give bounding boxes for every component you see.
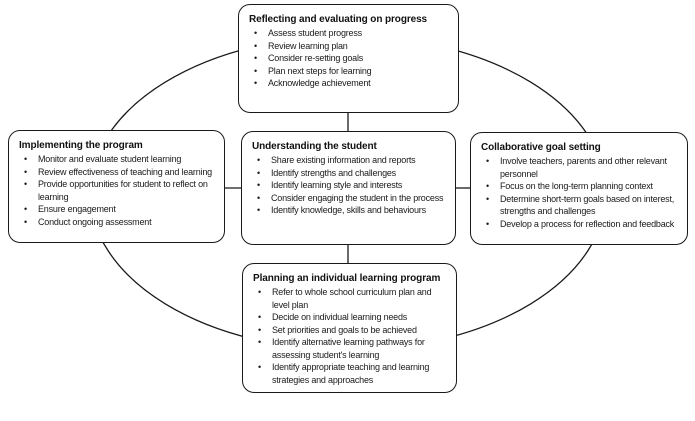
bullet-item: Identify learning style and interests bbox=[252, 179, 449, 192]
bullet-item: Consider re-setting goals bbox=[249, 52, 452, 65]
box-title: Collaborative goal setting bbox=[481, 142, 601, 153]
box-title: Implementing the program bbox=[19, 140, 143, 151]
bullet-item: Identify knowledge, skills and behaviour… bbox=[252, 204, 449, 217]
bullet-item: Involve teachers, parents and other rele… bbox=[481, 155, 681, 180]
box-title: Planning an individual learning program bbox=[253, 273, 441, 284]
bullet-item: Identify strengths and challenges bbox=[252, 167, 449, 180]
bullet-list: Involve teachers, parents and other rele… bbox=[481, 155, 681, 230]
bullet-item: Provide opportunities for student to ref… bbox=[19, 178, 218, 203]
box-understanding-student: Understanding the student Share existing… bbox=[241, 131, 456, 245]
bullet-item: Focus on the long-term planning context bbox=[481, 180, 681, 193]
box-title: Understanding the student bbox=[252, 141, 377, 152]
bullet-item: Decide on individual learning needs bbox=[253, 311, 450, 324]
box-collaborative-goal-setting: Collaborative goal setting Involve teach… bbox=[470, 132, 688, 245]
box-implementing-program: Implementing the program Monitor and eva… bbox=[8, 130, 225, 243]
bullet-item: Acknowledge achievement bbox=[249, 77, 452, 90]
bullet-list: Share existing information and reportsId… bbox=[252, 154, 449, 217]
box-reflecting-evaluating: Reflecting and evaluating on progress As… bbox=[238, 4, 459, 113]
bullet-list: Refer to whole school curriculum plan an… bbox=[253, 286, 450, 386]
box-title: Reflecting and evaluating on progress bbox=[249, 14, 427, 25]
bullet-item: Conduct ongoing assessment bbox=[19, 216, 218, 229]
bullet-item: Review effectiveness of teaching and lea… bbox=[19, 166, 218, 179]
bullet-item: Assess student progress bbox=[249, 27, 452, 40]
box-planning-individual-program: Planning an individual learning program … bbox=[242, 263, 457, 393]
bullet-item: Develop a process for reflection and fee… bbox=[481, 218, 681, 231]
bullet-item: Consider engaging the student in the pro… bbox=[252, 192, 449, 205]
bullet-item: Determine short-term goals based on inte… bbox=[481, 193, 681, 218]
bullet-item: Share existing information and reports bbox=[252, 154, 449, 167]
bullet-item: Ensure engagement bbox=[19, 203, 218, 216]
bullet-list: Monitor and evaluate student learningRev… bbox=[19, 153, 218, 228]
bullet-item: Set priorities and goals to be achieved bbox=[253, 324, 450, 337]
bullet-item: Identify alternative learning pathways f… bbox=[253, 336, 450, 361]
bullet-item: Plan next steps for learning bbox=[249, 65, 452, 78]
bullet-item: Refer to whole school curriculum plan an… bbox=[253, 286, 450, 311]
bullet-item: Identify appropriate teaching and learni… bbox=[253, 361, 450, 386]
bullet-item: Review learning plan bbox=[249, 40, 452, 53]
bullet-list: Assess student progressReview learning p… bbox=[249, 27, 452, 90]
bullet-item: Monitor and evaluate student learning bbox=[19, 153, 218, 166]
